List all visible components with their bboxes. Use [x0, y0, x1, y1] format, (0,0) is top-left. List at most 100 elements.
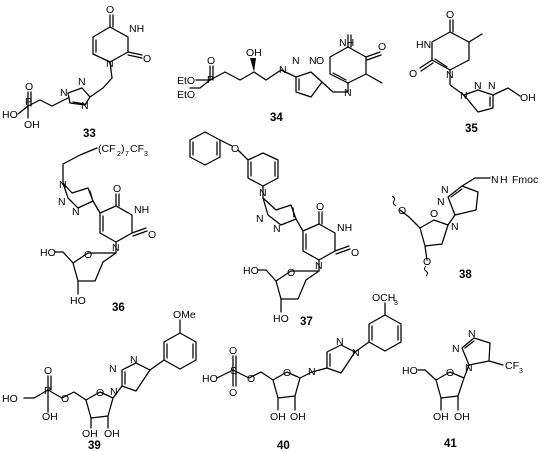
atom-label: OH: [270, 411, 286, 423]
atom-label: N: [452, 343, 460, 355]
atom-label: O: [113, 183, 121, 195]
atom-label: H: [500, 174, 508, 186]
compound-number: 36: [112, 302, 125, 314]
atom-label: N: [352, 347, 360, 359]
atom-label: O: [148, 229, 156, 241]
atom-label: O: [231, 143, 239, 155]
atom-label: HO: [40, 247, 56, 259]
atom-label: N: [292, 55, 300, 67]
atom-label: 3: [394, 300, 398, 307]
atom-label: N: [344, 87, 352, 99]
atom-label: O: [106, 4, 114, 16]
atom-label: HO: [402, 365, 418, 377]
atom-label: N: [109, 363, 117, 375]
atom-label: CF: [130, 143, 144, 155]
atom-label: O: [143, 53, 151, 65]
atom-label: N: [72, 206, 80, 218]
atom-label: CF: [505, 360, 519, 372]
compound-36: (CF 2 ) 7 CF 3 N N N O NH N O HO O HO 36: [40, 143, 156, 314]
compound-34: OH P O EtO EtO N N N O NH O N 34: [177, 34, 386, 124]
atom-label: O: [247, 373, 255, 385]
atom-label: N: [58, 196, 66, 208]
atom-label: 3: [144, 151, 148, 158]
atom-label: N: [110, 386, 118, 398]
atom-label: O: [44, 365, 52, 377]
atom-label: N: [460, 90, 468, 102]
atom-label: O: [84, 249, 92, 261]
atom-label: OH: [24, 119, 40, 131]
atom-label: N: [259, 187, 267, 199]
atom-label: N: [315, 260, 323, 272]
atom-label: OH: [42, 411, 58, 423]
atom-label: EtO: [177, 89, 195, 101]
atom-label: OH: [246, 47, 262, 59]
atom-label: N: [474, 80, 482, 92]
compound-number: 40: [277, 440, 290, 452]
compound-41: N N N CF 3 HO O OH OH 41: [402, 328, 523, 450]
atom-label: N: [437, 196, 445, 208]
atom-label: O: [409, 68, 417, 80]
compound-number: 38: [459, 269, 472, 281]
atom-label: N: [488, 80, 496, 92]
atom-label: N: [465, 362, 473, 374]
atom-label: N: [309, 55, 317, 67]
atom-label: ): [121, 143, 125, 155]
compound-40: OCH 3 O HO S O O O N N N OH OH 40: [202, 292, 402, 452]
atom-label: OH: [433, 411, 449, 423]
atom-label: OCH: [372, 292, 395, 304]
atom-label: OH: [82, 428, 98, 440]
atom-label: (CF: [98, 143, 116, 155]
atom-label: OH: [104, 428, 120, 440]
compound-number: 41: [444, 438, 457, 450]
compound-35: O HN O N N N N OH 35: [409, 9, 536, 135]
compound-number: 37: [300, 316, 313, 328]
atom-label: N: [279, 64, 287, 76]
atom-label: O: [423, 256, 431, 268]
atom-label: N: [59, 179, 67, 191]
atom-label: O: [25, 81, 33, 93]
compound-38: N N N N H Fmoc O O O 38: [391, 174, 538, 281]
atom-label: S: [230, 365, 237, 377]
atom-label: HN: [416, 39, 431, 51]
atom-label: O: [229, 345, 237, 357]
atom-label: HO: [243, 265, 259, 277]
atom-label: NH: [337, 222, 352, 234]
atom-label: O: [316, 55, 324, 67]
atom-label: O: [283, 367, 291, 379]
compound-37: O N N N O NH N O HO O HO 37: [189, 131, 359, 328]
atom-label: N: [336, 336, 344, 348]
atom-label: NH: [129, 23, 144, 35]
compound-33: O NH N O N N N P O HO OH 33: [2, 4, 151, 140]
atom-label: HO: [273, 313, 289, 325]
atom-label: 2: [117, 151, 121, 158]
atom-label: P: [207, 74, 214, 86]
compound-number: 35: [465, 123, 478, 135]
atom-label: N: [60, 87, 68, 99]
atom-label: EtO: [177, 75, 195, 87]
atom-label: HO: [2, 109, 18, 121]
atom-label: Fmoc: [512, 174, 538, 186]
atom-label: O: [207, 55, 215, 67]
atom-label: O: [430, 208, 438, 220]
atom-label: O: [351, 247, 359, 259]
atom-label: OH: [290, 411, 306, 423]
compound-number: 39: [88, 440, 101, 452]
atom-label: O: [96, 387, 104, 399]
atom-label: N: [441, 184, 449, 196]
atom-label: NH: [339, 37, 354, 49]
atom-label: N: [273, 223, 281, 235]
compound-number: 33: [83, 128, 96, 140]
atom-label: N: [451, 221, 459, 233]
atom-label: OH: [454, 411, 470, 423]
atom-label: NH: [134, 204, 149, 216]
atom-label: O: [61, 393, 69, 405]
atom-label: O: [287, 267, 295, 279]
atom-label: 3: [519, 368, 523, 375]
atom-label: N: [130, 354, 138, 366]
atom-label: P: [25, 96, 32, 108]
atom-label: N: [112, 242, 120, 254]
atom-label: OH: [520, 92, 536, 104]
atom-label: O: [378, 41, 386, 53]
atom-label: O: [316, 201, 324, 213]
